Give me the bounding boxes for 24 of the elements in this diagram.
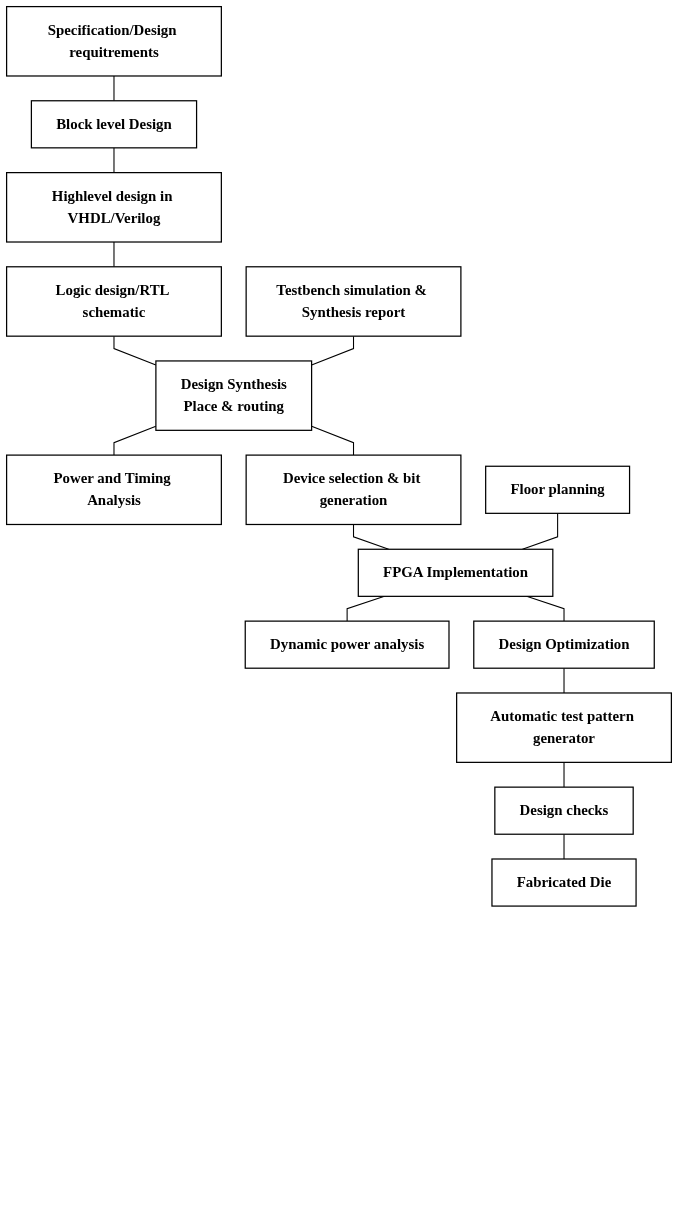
connector: [113, 241, 115, 268]
node-box: Specification/Design requitrements: [6, 6, 222, 77]
connector: [563, 761, 565, 788]
node-box: FPGA Implementation: [357, 548, 554, 597]
connector: [352, 523, 390, 550]
node-box: Device selection & bit generation: [245, 454, 462, 526]
connector: [113, 75, 115, 102]
node-box: Fabricated Die: [491, 858, 637, 907]
connector: [113, 147, 115, 174]
node-box: Highlevel design in VHDL/Verilog: [6, 172, 222, 243]
connector: [311, 335, 355, 366]
connector: [563, 667, 565, 694]
node-box: Design checks: [494, 786, 634, 835]
node-box: Dynamic power analysis: [244, 620, 450, 669]
node-box: Floor planning: [485, 465, 631, 514]
node-box: Block level Design: [30, 100, 198, 149]
connector: [311, 425, 355, 456]
node-box: Logic design/RTL schematic: [6, 266, 222, 337]
node-box: Power and Timing Analysis: [6, 454, 222, 526]
connector: [563, 833, 565, 860]
node-box: Automatic test pattern generator: [456, 692, 672, 763]
node-box: Design Synthesis Place & routing: [155, 360, 313, 431]
node-box: Testbench simulation & Synthesis report: [245, 266, 462, 337]
node-box: Design Optimization: [473, 620, 655, 669]
